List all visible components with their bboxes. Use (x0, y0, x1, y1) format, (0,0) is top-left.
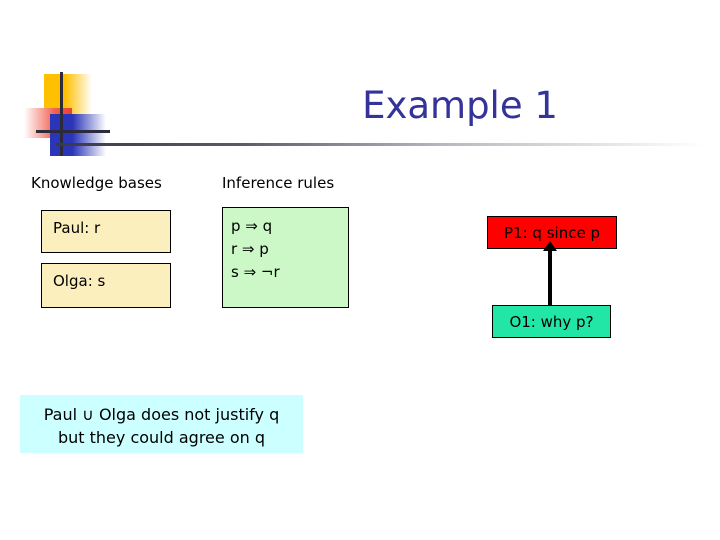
opponent-move-o1: O1: why p? (492, 305, 611, 338)
decorative-logo (24, 72, 116, 156)
page-title: Example 1 (362, 84, 558, 127)
logo-horizontal-line (36, 130, 110, 133)
knowledge-base-olga: Olga: s (41, 263, 171, 308)
inference-rule-line: s ⇒ ¬r (231, 262, 280, 281)
knowledge-bases-header: Knowledge bases (31, 174, 162, 192)
conclusion-line-2: but they could agree on q (57, 428, 265, 448)
title-divider (56, 143, 704, 146)
conclusion-line-1: Paul ∪ Olga does not justify q (43, 405, 280, 424)
inference-rule-line: p ⇒ q (231, 217, 273, 235)
logo-vertical-line (60, 72, 63, 156)
up-arrow-shaft (548, 248, 552, 306)
inference-rule-line: r ⇒ p (231, 239, 269, 258)
logo-blue-square (50, 114, 106, 156)
knowledge-base-paul: Paul: r (41, 210, 171, 253)
conclusion-box: Paul ∪ Olga does not justify q but they … (20, 395, 303, 453)
inference-rules-box: p ⇒ q r ⇒ p s ⇒ ¬r (222, 207, 349, 308)
up-arrow-icon (543, 241, 557, 251)
inference-rules-header: Inference rules (222, 174, 335, 192)
